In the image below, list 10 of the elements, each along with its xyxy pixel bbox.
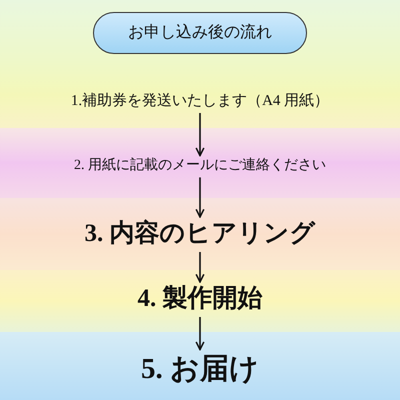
arrow (195, 113, 205, 156)
step-text: 4. 製作開始 (138, 284, 262, 314)
arrow (195, 252, 205, 283)
step-text: 2. 用紙に記載のメールにご連絡ください (74, 158, 326, 174)
step-text: 1.補助券を発送いたします（A4 用紙） (70, 92, 330, 110)
step-text: 3. 内容のヒアリング (84, 219, 316, 249)
arrow (195, 177, 205, 218)
arrow (195, 317, 205, 350)
title-pill: お申し込み後の流れ (93, 12, 307, 54)
step-text: 5. お届け (141, 352, 259, 386)
